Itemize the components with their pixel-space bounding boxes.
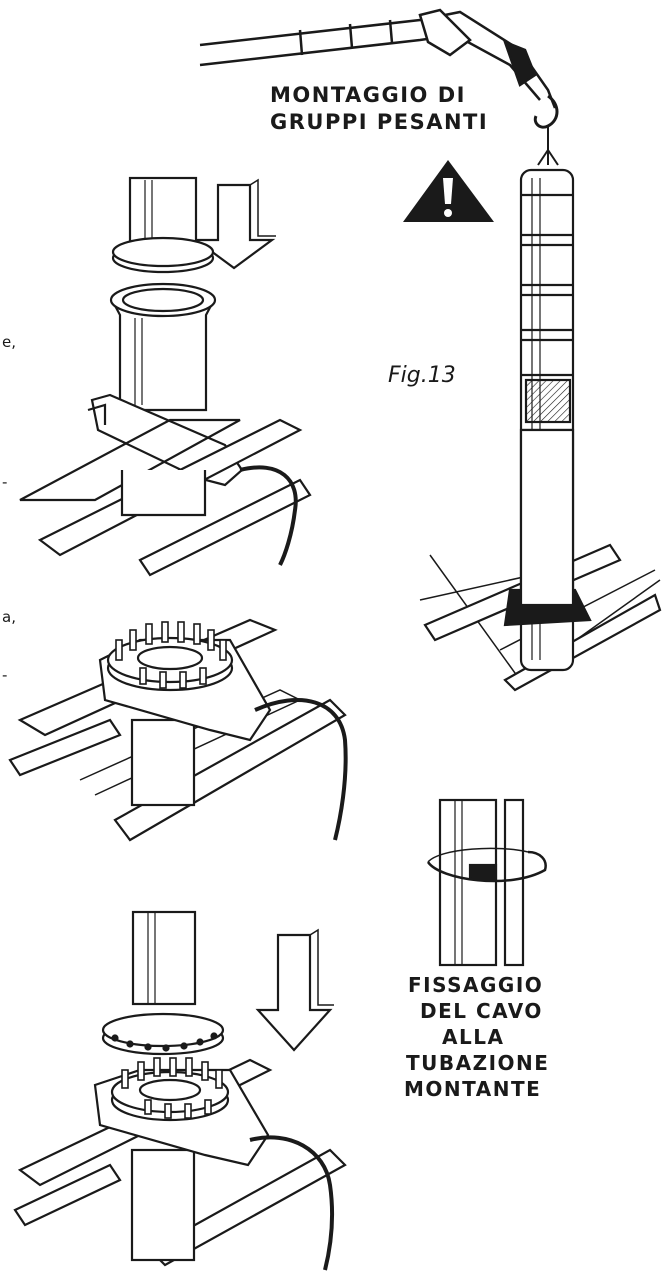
warning-triangle-icon [403,160,494,222]
fixing-label-line-1: FISSAGGIO [408,973,543,997]
scene-top-pipe-lowering [19,176,312,577]
title-line-1: MONTAGGIO DI [270,83,466,107]
hanging-pump [419,168,662,692]
left-margin-fragments: e, - a, - [2,333,16,684]
fixing-label-line-5: MONTANTE [404,1077,541,1101]
margin-fragment-2: - [2,473,7,491]
margin-fragment-3: a, [2,608,16,626]
scene-middle-flange-clamp [8,618,348,842]
fixing-label: FISSAGGIO DEL CAVO ALLA TUBAZIONE MONTAN… [404,973,549,1101]
margin-fragment-4: - [2,666,7,684]
title-line-2: GRUPPI PESANTI [270,110,488,134]
fixing-label-line-4: TUBAZIONE [406,1051,549,1075]
crane-boom [199,8,559,166]
margin-fragment-1: e, [2,333,16,351]
fixing-label-line-2: DEL CAVO [420,999,543,1023]
fixing-label-line-3: ALLA [442,1025,504,1049]
scene-bottom-pipe-coupling [13,910,347,1271]
figure-label: Fig.13 [388,363,456,388]
cable-fixing-detail [426,798,547,967]
